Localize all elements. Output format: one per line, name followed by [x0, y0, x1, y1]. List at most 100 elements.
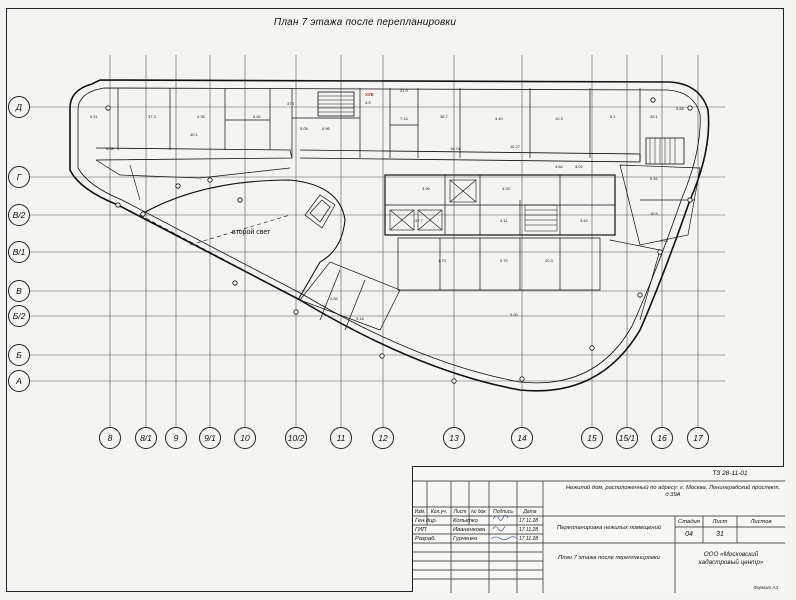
row-axis-bubble: Г: [8, 166, 30, 188]
structural-column: [379, 353, 385, 359]
room-area-label: 0.96: [322, 126, 331, 131]
structural-column: [105, 105, 111, 111]
column-axis-bubble: 8/1: [135, 427, 157, 449]
column-axis-bubble: 11: [330, 427, 352, 449]
room-area-label: 7.14: [400, 116, 409, 121]
column-axis-bubble: 13: [443, 427, 465, 449]
room-area-label: 3.42: [580, 218, 589, 223]
room-area-label: 4.28: [660, 238, 669, 243]
date-3: 17.11.28: [519, 536, 539, 542]
room-area-label: 4.35: [197, 114, 206, 119]
header-izm: Изм.: [414, 509, 426, 515]
structural-column: [519, 376, 525, 382]
header-signature: Подпись: [493, 509, 513, 515]
room-area-label: 38.1: [650, 114, 659, 119]
stage-value: 04: [685, 531, 693, 538]
stair-label: ХУЕ: [365, 92, 374, 97]
structural-column: [232, 280, 238, 286]
inner-wall: [77, 87, 701, 384]
second-light-label: второй свет: [232, 228, 271, 236]
room-area-label: 0.30: [510, 312, 519, 317]
structural-column: [237, 197, 243, 203]
date-1: 17.11.28: [519, 518, 539, 524]
structural-column: [687, 197, 693, 203]
room-area-label: 40.1: [190, 132, 199, 137]
company-name: ООО «Московский кадастровый центр»: [698, 551, 764, 566]
name-ivanenkova: Иваненкова: [453, 527, 485, 533]
room-area-label: 2.82: [330, 296, 339, 301]
room-area-label: 37.1: [287, 101, 296, 106]
column-axis-bubble: 14: [511, 427, 533, 449]
drawing-title: План 7 этажа после перепланировки: [558, 555, 660, 561]
column-axis-bubble: 10/2: [285, 427, 307, 449]
signatures: [490, 515, 517, 540]
room-area-label: 4.11: [500, 218, 508, 223]
room-area-label: 5.05: [300, 126, 309, 131]
column-axis-bubble: 15: [581, 427, 603, 449]
row-axis-bubble: А: [8, 370, 30, 392]
room-area-label: 5.1: [610, 114, 616, 119]
role-gip: ГИП: [415, 527, 427, 533]
header-list: Лист: [453, 509, 467, 515]
role-razrab: Разраб.: [415, 536, 436, 542]
structural-column: [293, 309, 299, 315]
sheet-frame: [6, 8, 784, 592]
work-title: Перепланировка нежилых помещений: [556, 525, 662, 531]
room-area-label: 3.96: [422, 186, 431, 191]
structural-column: [657, 249, 663, 255]
structural-column: [175, 183, 181, 189]
column-axis-bubble: 9/1: [199, 427, 221, 449]
plan-annotations: второй свет ХУЕ: [232, 92, 374, 236]
column-axis-bubble: 12: [372, 427, 394, 449]
room-area-label: 4.02: [575, 164, 584, 169]
room-area-label: 5.62: [650, 176, 659, 181]
room-area-label: 1.73: [438, 258, 447, 263]
row-axis-bubble: В/1: [8, 241, 30, 263]
doc-code: ТЗ 28-11-01: [712, 470, 748, 477]
title-block: ТЗ 28-11-01 Нежилой дом, расположенный п…: [412, 466, 785, 593]
room-area-label: 9.41: [90, 114, 99, 119]
structural-column: [637, 292, 643, 298]
room-area-label: 3.5: [365, 100, 371, 105]
room-area-label: 4.38: [106, 146, 115, 151]
date-2: 17.11.28: [519, 527, 539, 533]
stage-label: Стадия: [678, 519, 700, 525]
outer-wall: [69, 79, 710, 392]
column-axis-bubble: 9: [165, 427, 187, 449]
room-area-label: 38.7: [440, 114, 449, 119]
axis-grid-lines: [30, 55, 725, 427]
room-area-label: 40.3: [545, 258, 554, 263]
room-area-label: 16.74: [450, 146, 461, 151]
structural-column: [589, 345, 595, 351]
row-axis-bubble: В/2: [8, 204, 30, 226]
building-outline: [69, 79, 710, 392]
structural-column: [687, 105, 693, 111]
room-area-label: 21.9: [400, 88, 409, 93]
name-kopytko: Копытко: [453, 518, 478, 524]
structural-column: [650, 97, 656, 103]
object-description: Нежилой дом, расположенный по адресу: г.…: [565, 485, 781, 498]
column-axis-bubble: 10: [234, 427, 256, 449]
role-gen-dir: Ген.дир.: [415, 518, 438, 524]
row-axis-bubble: Б: [8, 344, 30, 366]
room-area-label: 16.27: [510, 144, 521, 149]
row-axis-bubble: В: [8, 280, 30, 302]
room-area-label: 16.9: [650, 211, 659, 216]
header-date: Дата: [523, 509, 537, 515]
column-axis-bubble: 17: [687, 427, 709, 449]
title-block-grid: [413, 480, 785, 593]
sheet-label: Лист: [712, 519, 728, 525]
structural-column: [140, 211, 146, 217]
header-kol-uch: Кол.уч.: [430, 509, 448, 515]
structural-column: [207, 177, 213, 183]
room-area-label: 37.3: [148, 114, 157, 119]
row-axis-bubble: Б/2: [8, 305, 30, 327]
column-axis-bubble: 8: [99, 427, 121, 449]
room-area-label: 5.88: [676, 106, 685, 111]
room-area-label: 3.18: [356, 316, 365, 321]
room-area-label: 9.70: [500, 258, 509, 263]
room-area-label: 3.40: [495, 116, 504, 121]
name-gurchenko: Гурченко: [453, 536, 478, 542]
